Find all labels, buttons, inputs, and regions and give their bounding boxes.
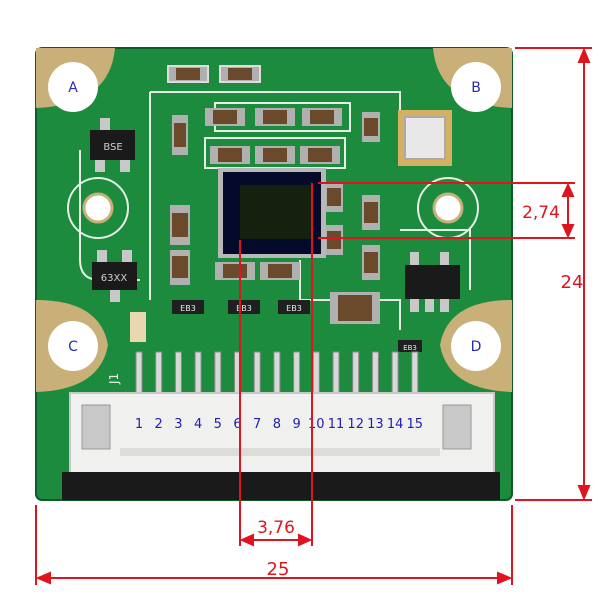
mount-hole-b <box>433 48 512 112</box>
pin-number: 10 <box>308 417 325 432</box>
connector-pin <box>253 351 261 399</box>
image-sensor <box>218 168 326 258</box>
ribbon-connector <box>62 392 500 500</box>
pin-number: 1 <box>135 417 143 432</box>
crystal-oscillator <box>398 110 452 166</box>
pin-number: 12 <box>347 417 364 432</box>
pin-number: 14 <box>387 417 404 432</box>
mount-hole-c <box>36 300 108 392</box>
connector-pin <box>174 351 182 399</box>
mount-hole-a <box>36 48 115 112</box>
pin-number: 4 <box>194 417 202 432</box>
dim-board-width: 25 <box>267 559 290 580</box>
silkscreen-outlines <box>67 91 479 330</box>
side-hole-right <box>432 192 464 224</box>
connector-pin <box>135 351 143 399</box>
ic-top-left-marking: BSE <box>103 142 122 153</box>
small-chip-marking-a: EB3 <box>180 304 196 313</box>
dim-sensor-height: 2,74 <box>522 203 560 223</box>
connector-pin <box>332 351 340 399</box>
small-chip-marking-d: EB3 <box>403 344 417 352</box>
connector-pin <box>371 351 379 399</box>
pin-number: 7 <box>253 417 261 432</box>
pin-number: 15 <box>407 417 424 432</box>
pin-number: 6 <box>233 417 241 432</box>
dim-board-height: 24 <box>561 272 584 293</box>
corner-label-b: B <box>471 80 481 96</box>
small-chip-marking-c: EB3 <box>286 304 302 313</box>
pin-number: 3 <box>174 417 182 432</box>
ic-bottom-left-marking: 63XX <box>101 273 128 284</box>
pin-number: 2 <box>155 417 163 432</box>
connector-pin <box>352 351 360 399</box>
pin-number: 5 <box>214 417 222 432</box>
ic-right <box>405 252 460 312</box>
connector-pin <box>194 351 202 399</box>
pin-number: 8 <box>273 417 281 432</box>
mount-hole-d <box>440 300 512 392</box>
dim-sensor-width: 3,76 <box>257 518 295 538</box>
small-chip-marking-b: EB3 <box>236 304 252 313</box>
corner-label-d: D <box>471 339 482 355</box>
connector-pin <box>214 351 222 399</box>
small-chips <box>172 300 422 352</box>
side-hole-left <box>82 192 114 224</box>
pin-number: 13 <box>367 417 384 432</box>
connector-pins <box>135 351 419 399</box>
connector-pin <box>312 351 320 399</box>
corner-label-a: A <box>68 80 78 96</box>
ic-top-left <box>90 118 135 172</box>
connector-pin <box>391 351 399 399</box>
ic-bottom-left <box>92 250 137 302</box>
dimension-lines <box>35 47 592 585</box>
connector-pin <box>411 351 419 399</box>
corner-label-c: C <box>68 339 78 355</box>
pin-number: 11 <box>328 417 345 432</box>
connector-label: J1 <box>107 373 121 385</box>
connector-pin <box>273 351 281 399</box>
connector-pin <box>155 351 163 399</box>
smd-components <box>130 65 380 342</box>
pin-number: 9 <box>292 417 300 432</box>
connector-pin <box>293 351 301 399</box>
